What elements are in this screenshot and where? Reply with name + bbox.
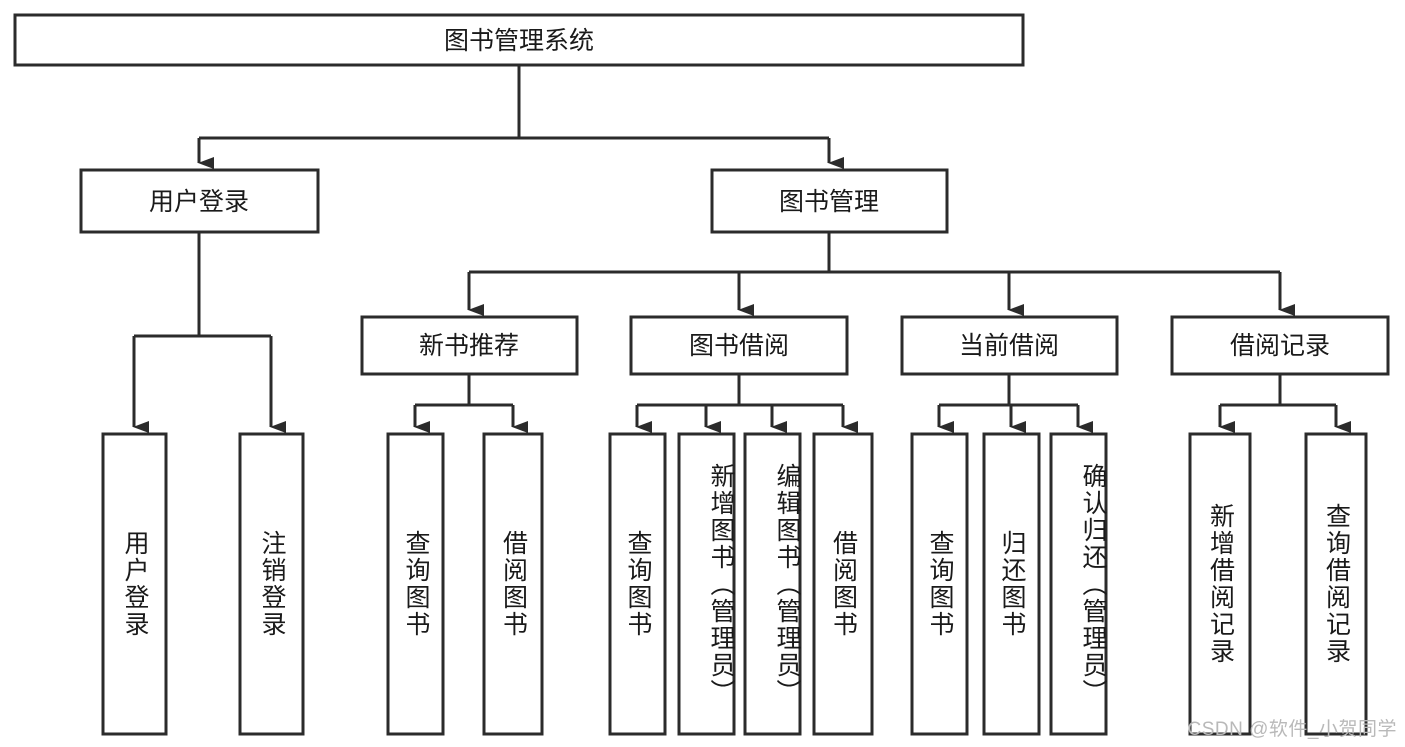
node-user-login[interactable]: 用户登录: [79, 168, 320, 234]
node-root-box[interactable]: [13, 13, 1025, 67]
node-user-login-box[interactable]: [79, 168, 320, 234]
leaf-box-return-book[interactable]: [982, 432, 1041, 736]
leaf-boxes: [101, 432, 1368, 736]
leaf-box-query-book-3[interactable]: [910, 432, 969, 736]
node-book-management[interactable]: 图书管理: [710, 168, 949, 234]
leaf-box-user-login[interactable]: [101, 432, 168, 736]
node-book-borrow-label: 图书借阅: [689, 332, 789, 360]
node-new-book-recommend[interactable]: 新书推荐: [360, 315, 579, 376]
connector-group-borrow-record: [1218, 374, 1351, 433]
connector-group-current-borrow: [937, 374, 1093, 433]
node-borrow-record-label: 借阅记录: [1230, 332, 1330, 360]
leaf-box-query-book-1[interactable]: [386, 432, 445, 736]
csdn-watermark: CSDN @软件_小贺同学: [1187, 719, 1397, 740]
connector-group-user-login: [132, 232, 286, 433]
node-user-login-label: 用户登录: [149, 188, 249, 216]
node-new-book-recommend-label: 新书推荐: [419, 332, 519, 360]
node-current-borrow[interactable]: 当前借阅: [900, 315, 1119, 376]
leaf-box-borrow-book-2[interactable]: [812, 432, 874, 736]
leaf-box-add-record[interactable]: [1188, 432, 1252, 736]
leaf-box-borrow-book-1[interactable]: [482, 432, 544, 736]
leaf-box-query-book-2[interactable]: [608, 432, 667, 736]
node-book-borrow-box[interactable]: [629, 315, 849, 376]
node-root-label: 图书管理系统: [444, 27, 594, 55]
leaf-box-query-record[interactable]: [1304, 432, 1368, 736]
leaf-box-add-book[interactable]: [677, 432, 736, 736]
connector-group-book-borrow: [635, 374, 858, 433]
node-book-management-label: 图书管理: [779, 188, 879, 216]
node-book-management-box[interactable]: [710, 168, 949, 234]
node-current-borrow-box[interactable]: [900, 315, 1119, 376]
leaf-box-logout[interactable]: [238, 432, 305, 736]
connector-group-book-mgmt: [467, 232, 1295, 316]
node-root[interactable]: 图书管理系统: [13, 13, 1025, 67]
leaf-box-edit-book[interactable]: [743, 432, 802, 736]
node-new-book-recommend-box[interactable]: [360, 315, 579, 376]
node-current-borrow-label: 当前借阅: [959, 332, 1059, 360]
node-borrow-record[interactable]: 借阅记录: [1170, 315, 1390, 376]
node-borrow-record-box[interactable]: [1170, 315, 1390, 376]
node-book-borrow[interactable]: 图书借阅: [629, 315, 849, 376]
connector-group-root: [197, 65, 844, 169]
leaf-box-confirm-return[interactable]: [1049, 432, 1108, 736]
connector-group-new-book-rec: [413, 374, 528, 433]
